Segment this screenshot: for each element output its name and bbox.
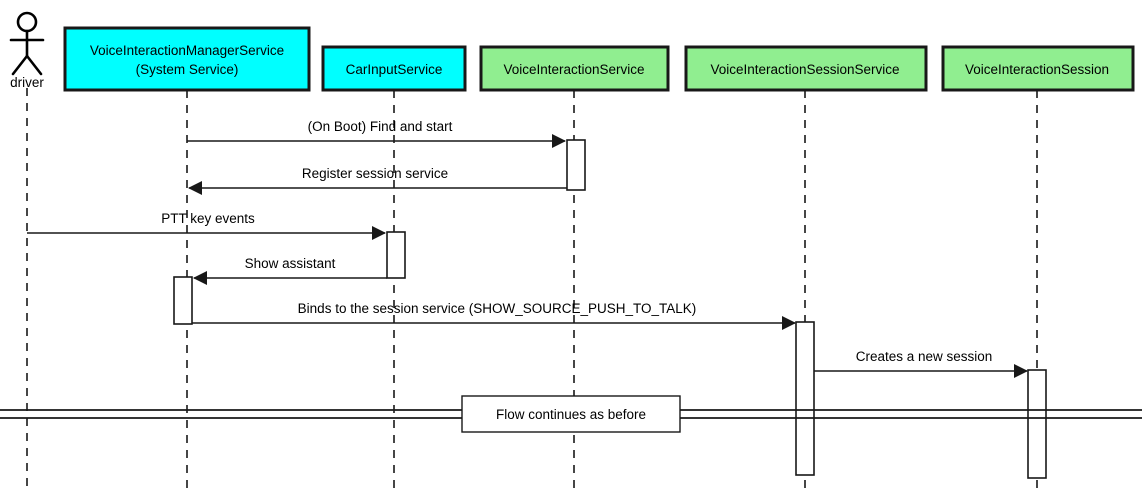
divider-flow-continues: Flow continues as before	[0, 395, 1142, 433]
message-creates-a-new-session[interactable]: Creates a new session	[814, 349, 1028, 378]
divider-box	[461, 395, 681, 433]
message-show-assistant[interactable]: Show assistant	[193, 256, 387, 285]
message-label-binds-to-session-service: Binds to the session service (SHOW_SOURC…	[298, 301, 697, 316]
activation-voice-interaction-session-service[interactable]	[795, 321, 815, 476]
arrow-head-m4	[193, 271, 207, 285]
participant-voice-interaction-manager-service[interactable]: VoiceInteractionManagerService (System S…	[63, 26, 311, 92]
participant-voice-interaction-session-service[interactable]: VoiceInteractionSessionService	[684, 45, 928, 92]
participant-label-voice-interaction-session-service: VoiceInteractionSessionService	[710, 62, 899, 77]
actor-leg-left-icon	[11, 54, 29, 76]
message-label-on-boot-find-and-start: (On Boot) Find and start	[308, 119, 453, 134]
participant-box-voice-interaction-service[interactable]	[479, 45, 670, 92]
message-on-boot-find-and-start[interactable]: (On Boot) Find and start	[187, 119, 566, 148]
participant-label-voice-interaction-service: VoiceInteractionService	[503, 62, 644, 77]
participant-box-car-input-service[interactable]	[321, 45, 467, 92]
message-register-session-service[interactable]: Register session service	[188, 166, 567, 195]
participant-car-input-service[interactable]: CarInputService	[321, 45, 467, 92]
message-label-creates-a-new-session: Creates a new session	[856, 349, 993, 364]
participant-label-car-input-service: CarInputService	[346, 62, 443, 77]
participant-voice-interaction-session[interactable]: VoiceInteractionSession	[941, 45, 1135, 92]
activation-car-input-service[interactable]	[386, 231, 406, 279]
participant-voice-interaction-service[interactable]: VoiceInteractionService	[479, 45, 670, 92]
driver-actor-label: driver	[10, 75, 44, 90]
activations-group	[173, 139, 1047, 479]
activation-voice-interaction-manager-service[interactable]	[173, 276, 193, 325]
participant-label-vims-line2: (System Service)	[136, 62, 239, 77]
participant-box-voice-interaction-session-service[interactable]	[684, 45, 928, 92]
message-label-show-assistant: Show assistant	[245, 256, 336, 271]
activation-voice-interaction-session[interactable]	[1027, 369, 1047, 479]
arrow-head-m3	[372, 226, 386, 240]
actor-head-icon	[16, 11, 38, 33]
divider-label-flow-continues: Flow continues as before	[496, 407, 646, 422]
message-label-register-session-service: Register session service	[302, 166, 448, 181]
driver-actor[interactable]: driver	[9, 11, 44, 90]
participant-label-vims-line1: VoiceInteractionManagerService	[90, 43, 284, 58]
message-binds-to-session-service[interactable]: Binds to the session service (SHOW_SOURC…	[174, 301, 796, 330]
participant-box-vims[interactable]	[63, 26, 311, 92]
message-ptt-key-events[interactable]: PTT key events	[27, 211, 386, 240]
message-label-ptt-key-events: PTT key events	[161, 211, 255, 226]
activation-voice-interaction-service[interactable]	[566, 139, 586, 191]
participant-box-voice-interaction-session[interactable]	[941, 45, 1135, 92]
actor-leg-right-icon	[25, 54, 43, 76]
arrow-head-m1	[552, 134, 566, 148]
arrow-head-m2	[188, 181, 202, 195]
arrow-head-m5	[782, 316, 796, 330]
arrow-head-m6	[1014, 364, 1028, 378]
participant-label-voice-interaction-session: VoiceInteractionSession	[965, 62, 1109, 77]
